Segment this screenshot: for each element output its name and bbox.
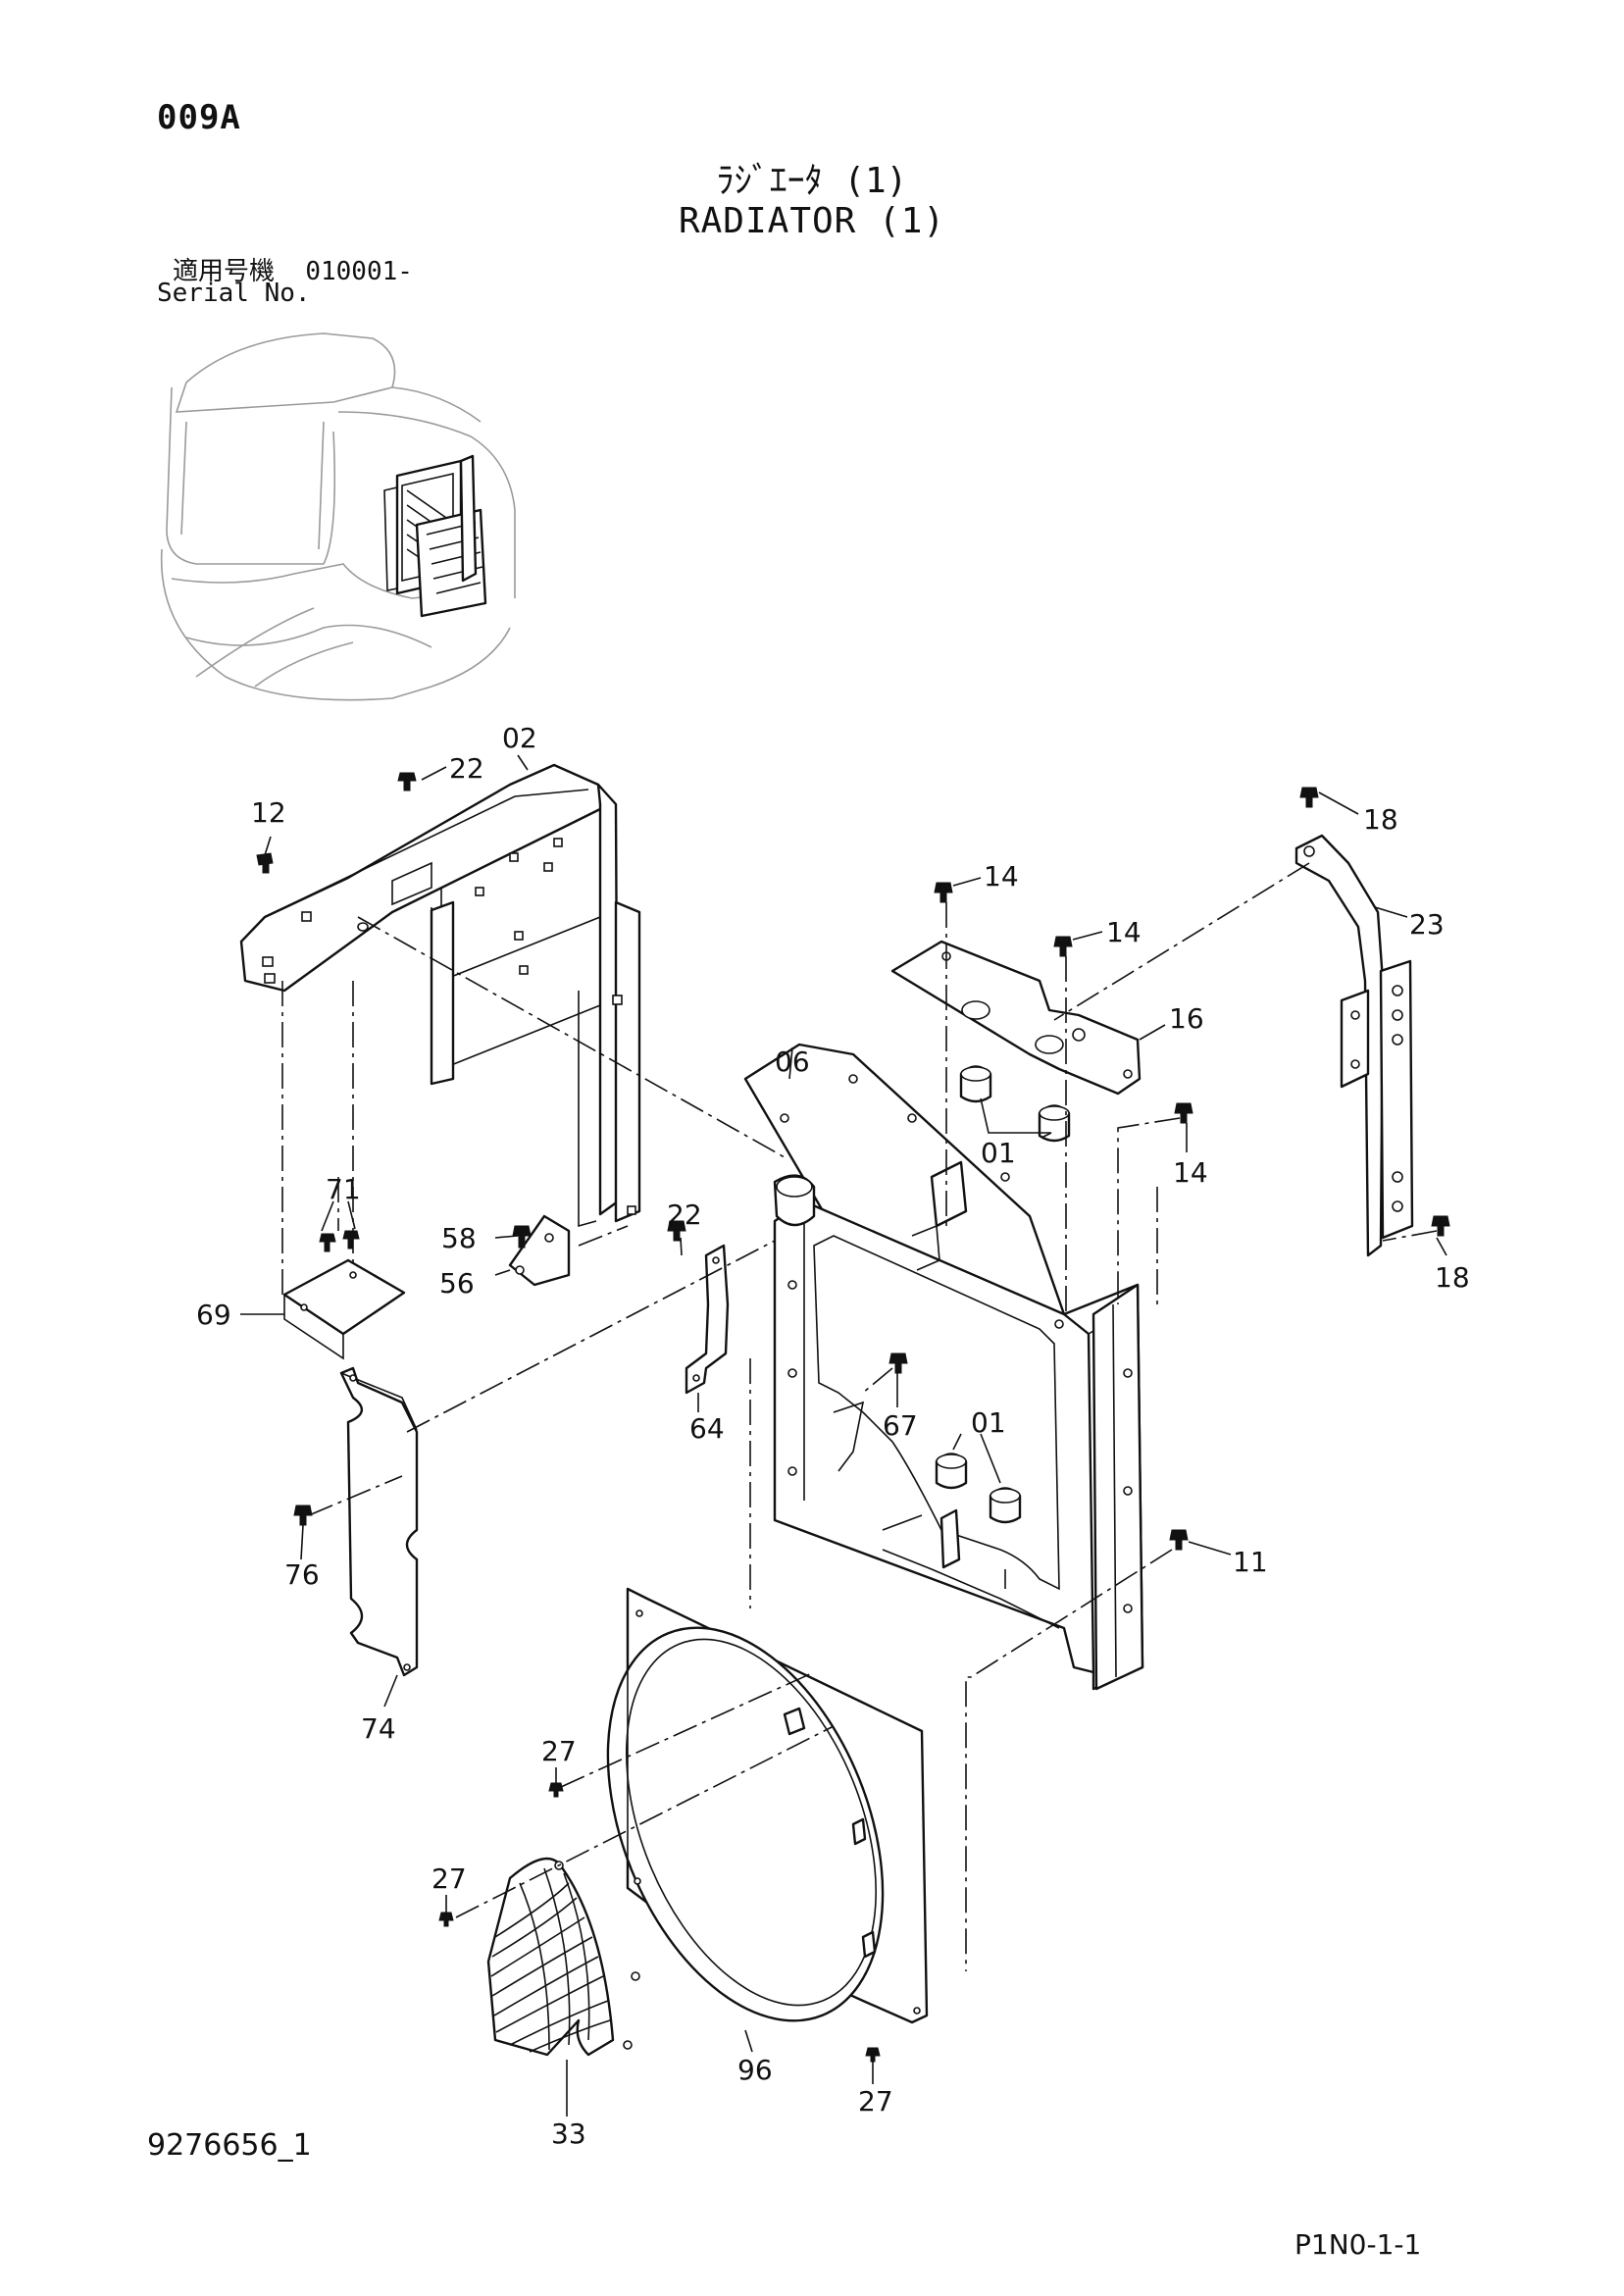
callout-18-lower: 18	[1435, 1261, 1470, 1294]
bolt-14-a	[934, 882, 953, 903]
callout-64: 64	[689, 1412, 725, 1445]
machine-location-thumbnail	[160, 332, 516, 701]
callout-76: 76	[284, 1558, 320, 1591]
callout-22-upper: 22	[449, 752, 484, 785]
bolt-14-b	[1053, 936, 1073, 957]
callout-01-lower: 01	[971, 1406, 1006, 1439]
callout-69: 69	[196, 1299, 231, 1331]
bolt-11	[1169, 1529, 1189, 1551]
callout-12: 12	[251, 796, 286, 829]
callout-22-lower: 22	[667, 1199, 702, 1231]
document-number: 9276656_1	[147, 2128, 312, 2163]
part-06-main-frame	[743, 1043, 1144, 1691]
callout-27-b: 27	[431, 1862, 467, 1895]
page-code: 009A	[157, 98, 241, 137]
callout-74: 74	[361, 1712, 396, 1745]
part-64-stay	[685, 1244, 730, 1395]
callout-02: 02	[502, 722, 537, 754]
callout-18-upper: 18	[1363, 803, 1398, 836]
callout-16: 16	[1169, 1002, 1204, 1035]
callout-14-c: 14	[1173, 1156, 1208, 1189]
assembly-centerlines	[281, 862, 1438, 1971]
callout-56: 56	[439, 1267, 475, 1300]
bolts-71	[319, 1230, 360, 1252]
serial-label-en: Serial No.	[157, 279, 311, 308]
part-01-rubber-mounts-upper	[959, 1065, 1071, 1143]
bolt-22-lower	[667, 1220, 686, 1242]
callout-71: 71	[326, 1173, 361, 1205]
part-56-small-bracket	[508, 1214, 571, 1287]
callout-01-upper: 01	[981, 1137, 1016, 1169]
callout-27-c: 27	[858, 2085, 893, 2117]
part-69-plate	[282, 1258, 406, 1360]
callout-labels: 02 22 12 18 14 14 23 16 06 01 14 71 58 2…	[196, 722, 1470, 2150]
bolt-27-b	[438, 1912, 454, 1927]
part-96-fan-shroud	[606, 1587, 929, 2024]
bolt-12	[256, 852, 274, 874]
serial-label-jp: 適用号機	[173, 257, 276, 286]
page-reference: P1N0-1-1	[1294, 2228, 1422, 2261]
serial-applicability: 適用号機 010001-	[173, 251, 413, 287]
leader-lines	[240, 754, 1447, 2117]
callout-96: 96	[737, 2054, 773, 2086]
serial-range: 010001-	[305, 257, 413, 286]
bolt-27-c	[865, 2047, 881, 2063]
bolt-22-upper	[397, 772, 417, 791]
callout-11: 11	[1233, 1546, 1268, 1578]
part-33-fan-guard	[486, 1857, 640, 2057]
callout-58: 58	[441, 1222, 477, 1254]
title-english: RADIATOR (1)	[678, 201, 946, 241]
callout-67: 67	[883, 1409, 918, 1442]
callout-27-a: 27	[541, 1735, 577, 1767]
part-74-cover-plate	[339, 1366, 419, 1677]
part-01-rubber-mounts-lower	[935, 1453, 1022, 1524]
bolt-18-upper	[1299, 787, 1319, 808]
title-japanese: ﾗｼﾞｴｰﾀ (1)	[716, 161, 908, 201]
bolt-67	[888, 1352, 908, 1374]
bolt-58	[512, 1225, 532, 1249]
part-23-vertical-bracket	[1294, 834, 1414, 1257]
callout-06: 06	[775, 1046, 810, 1078]
bolt-14-c	[1174, 1102, 1193, 1124]
bolt-27-a	[548, 1782, 564, 1798]
part-16-top-plate	[890, 940, 1142, 1096]
part-02-upper-frame	[239, 763, 641, 1228]
callout-33: 33	[551, 2117, 586, 2150]
callout-23: 23	[1409, 908, 1445, 941]
callout-14-b: 14	[1106, 916, 1142, 948]
callout-14-a: 14	[984, 860, 1019, 893]
bolt-18-lower	[1431, 1215, 1450, 1237]
